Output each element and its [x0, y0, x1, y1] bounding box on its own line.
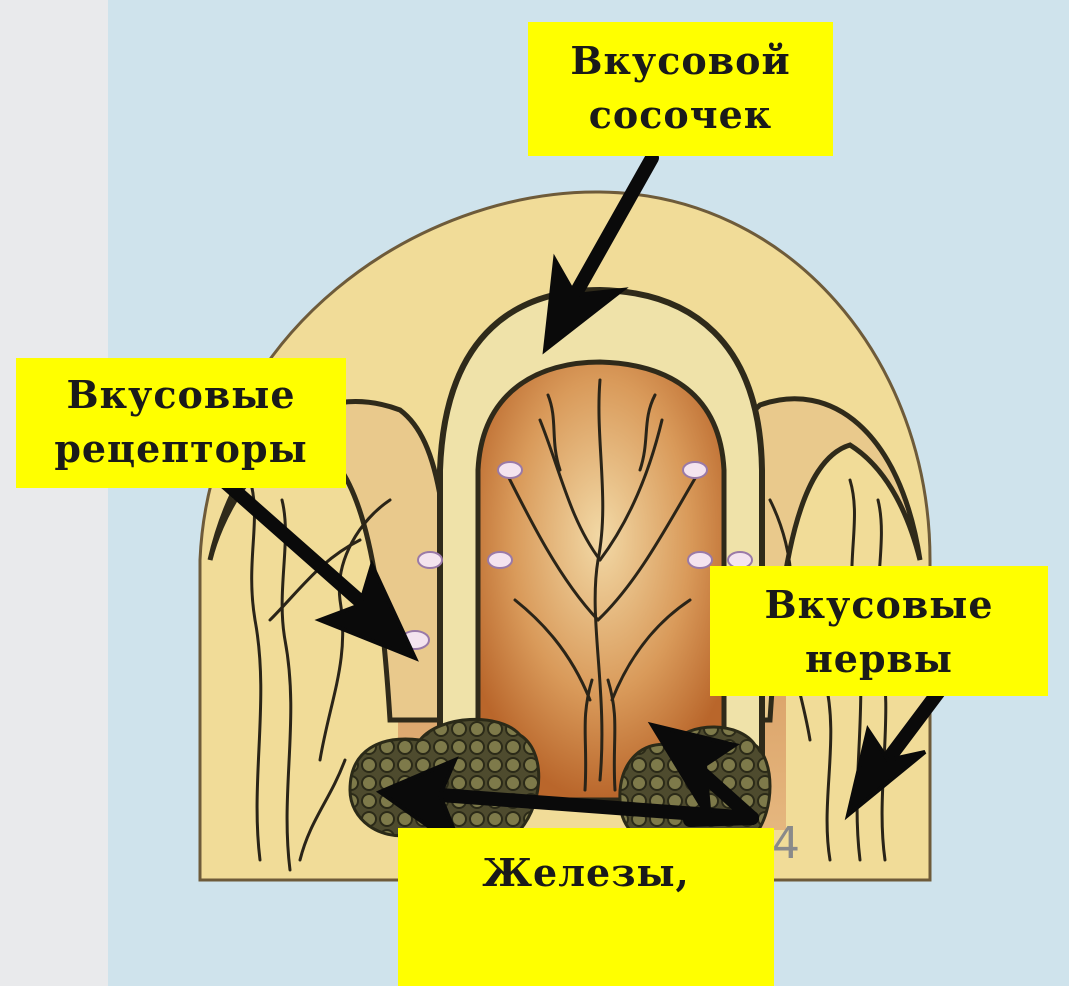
label-line: нервы	[710, 632, 1048, 686]
label-taste-nerves: Вкусовые нервы	[710, 566, 1048, 696]
label-glands: Железы,	[398, 828, 774, 986]
label-taste-papilla: Вкусовой сосочек	[528, 22, 833, 156]
label-line: Вкусовые	[710, 578, 1048, 632]
figure-number: 4	[772, 818, 800, 869]
label-taste-receptors: Вкусовые рецепторы	[16, 358, 346, 488]
label-line: Вкусовые	[16, 368, 346, 422]
label-line: сосочек	[528, 88, 833, 142]
label-line: рецепторы	[16, 422, 346, 476]
label-line: Вкусовой	[528, 34, 833, 88]
label-line: Железы,	[398, 846, 774, 900]
